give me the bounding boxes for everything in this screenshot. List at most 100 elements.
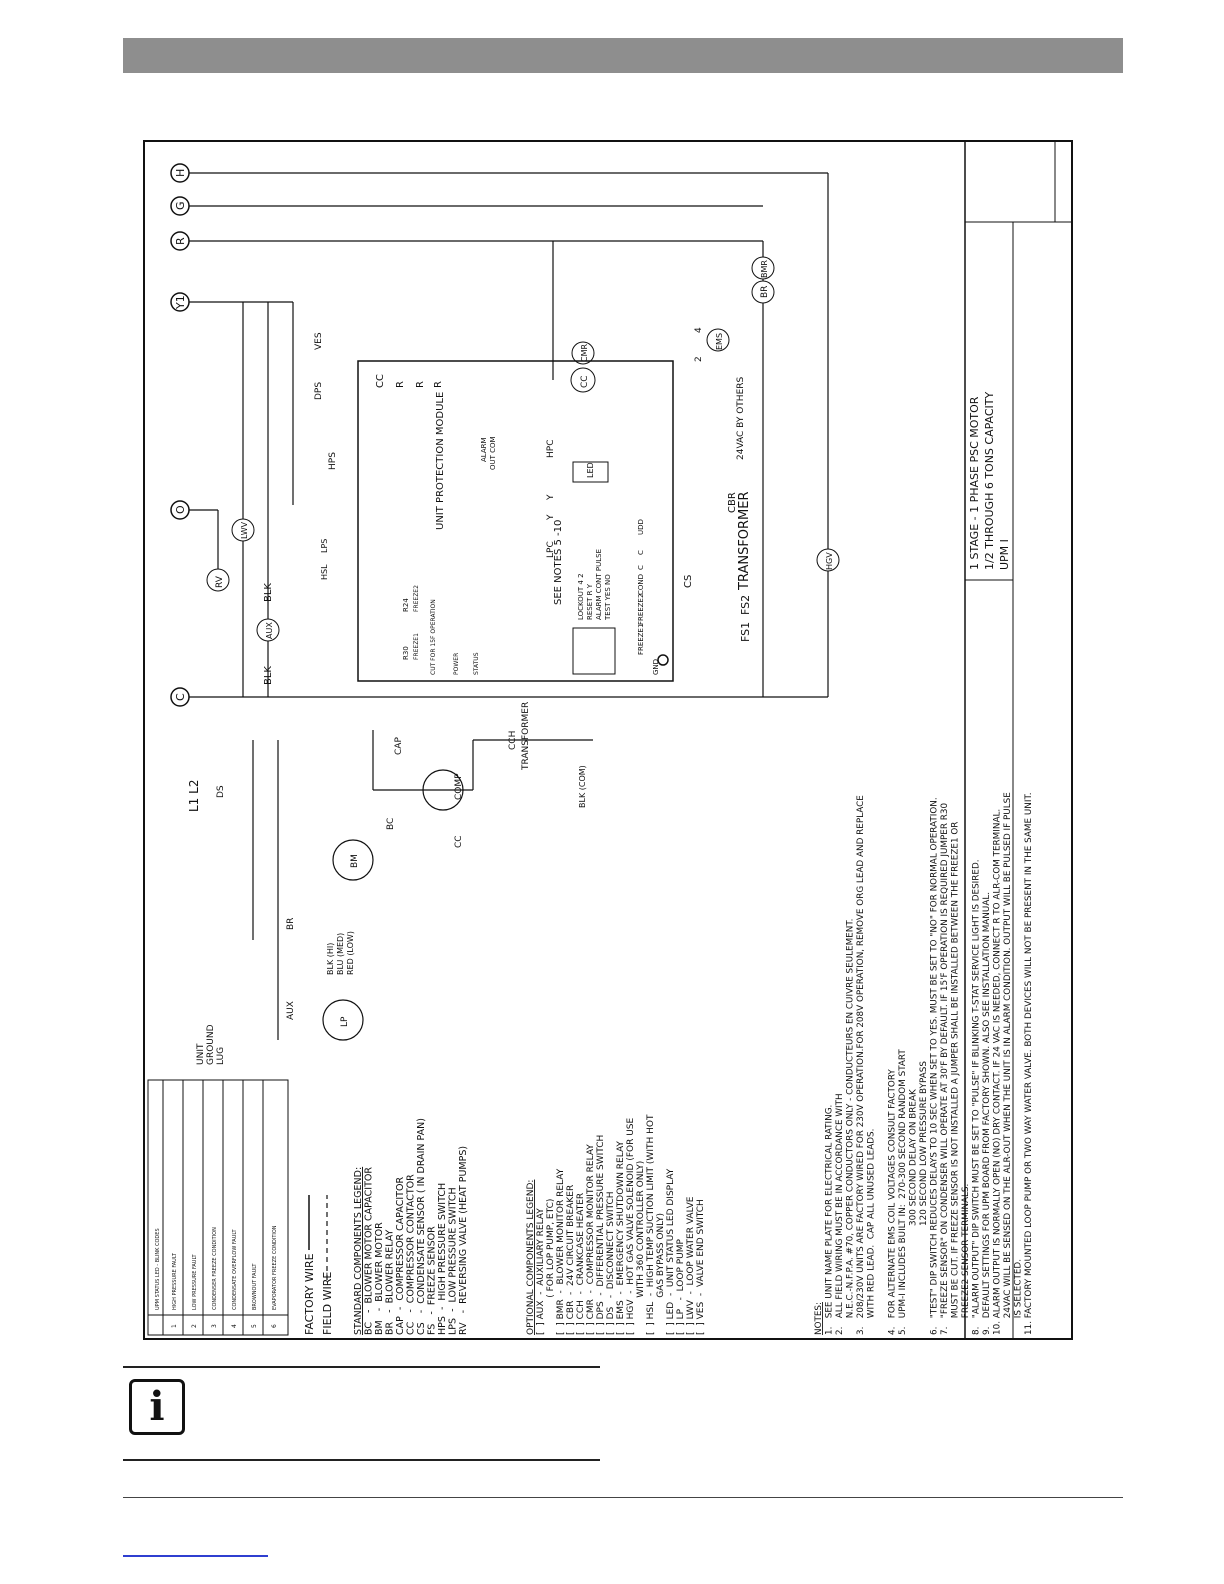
terminal-g: G [174,201,187,210]
module-y1: Y [546,514,556,521]
terminal-c: C [174,693,187,701]
title-block-line-3: UPM I [998,539,1011,570]
standard-legend-item: FS - FREEZE SENSOR [427,1226,438,1335]
module-power: POWER [453,653,460,675]
cc-coil-label: CC [580,375,590,388]
power-labels: L1 L2 DS BM BC BR BLK (HI) BLU (MED) RED… [187,702,587,1065]
info-block: i [123,1366,600,1461]
br-coil-label: BR [760,286,770,298]
wire-legend: FACTORY WIRE FIELD WIRE [303,1195,334,1335]
fan-br-label: BR [286,918,296,930]
optional-legend-item: [ ] CMR - COMPRESSOR MONITOR RELAY [586,1144,596,1335]
standard-components-legend: STANDARD COMPONENTS LEGEND:BC - BLOWER M… [353,1118,469,1335]
module-c1-term: C [637,565,645,570]
blk-com-label: BLK (COM) [578,765,587,808]
module-freeze2-term: FREEZE2 [637,594,645,625]
module-c2-term: C [637,550,645,555]
hsl-label: HSL [320,564,329,580]
vac-label: 24VAC BY OTHERS [736,376,746,460]
module-freeze1: FREEZE1 [413,633,420,660]
bm-label: BM [350,854,360,868]
title-block: 1 STAGE - 1 PHASE PSC MOTOR 1/2 THROUGH … [964,141,1072,1338]
status-led-table: UPM STATUS LED - BLINK CODES 1 HIGH PRES… [147,1079,289,1336]
module-top-cc: CC [375,374,386,388]
cbr-label: CBR [727,492,738,513]
status-row-1: HIGH PRESSURE FAULT [172,1252,178,1310]
notes-item: FREEZE2 SENSOR TERMINALS. [961,1184,971,1335]
optional-legend-item: [ ] VES - VALVE END SWITCH [696,1199,706,1335]
module-freeze2: FREEZE2 [413,585,420,612]
status-row-2: LOW PRESSURE FAULT [192,1253,198,1310]
status-row-1-n: 1 [171,1324,178,1328]
wiring-diagram: 1 STAGE - 1 PHASE PSC MOTOR 1/2 THROUGH … [143,140,1073,1340]
module-freeze1-term: FREEZE1 [637,624,645,655]
terminal-h: H [174,169,187,177]
optional-legend-item: [ ] LED - UNIT STATUS LED DISPLAY [666,1168,676,1335]
optional-legend-item: [ ] CBR - 24V CIRCUIT BREAKER [566,1185,576,1335]
ems-terminal-2: 2 [694,356,704,362]
standard-legend-item: LPS - LOW PRESSURE SWITCH [448,1187,459,1335]
optional-legend-item: ( FOR LOP PUMP, ETC) [546,1199,556,1335]
status-row-4: CONDENSATE OVERFLOW FAULT [232,1229,238,1310]
comp-label: COMP [454,773,464,800]
hps-label: HPS [328,452,338,470]
standard-legend-item: CS - CONDENSATE SENSOR ( IN DRAIN PAN) [416,1118,427,1335]
fs1-label: FS1 [739,622,752,642]
dip-row-3: ALARM CONT PULSE [595,549,603,620]
fan-speed-low: RED (LOW) [346,931,355,975]
optional-components-legend: OPTIONAL COMPONENTS LEGEND:[ ] AUX - AUX… [526,1114,706,1335]
info-rule-top [123,1366,600,1368]
module-top-r2: R [415,381,426,388]
notes-item: 4. FOR ALTERNATE EMS COIL VOLTAGES CONSU… [888,1069,898,1335]
terminal-o: O [174,505,187,514]
standard-legend-title: STANDARD COMPONENTS LEGEND: [353,1167,364,1335]
dip-row-1: LOCKOUT 4 2 [577,573,585,620]
optional-legend-item: [ ] DS - DISCONNECT SWITCH [606,1191,616,1335]
aux-2-label: AUX [286,1001,296,1020]
module-cond-term: COND [637,574,645,595]
notes-item: 24VAC WILL BE SENSED ON THE ALR-OUT WHEN… [1003,792,1013,1335]
notes-item: 11. FACTORY MOUNTED LOOP PUMP OR TWO WAY… [1024,792,1034,1335]
optional-legend-item: [ ] LP - LOOP PUMP [676,1238,686,1335]
notes-item: 2. ALL FIELD WIRING MUST BE IN ACCORDANC… [835,1093,845,1335]
standard-legend-item: BM - BLOWER MOTOR [374,1222,385,1335]
blk-label-2: BLK [263,583,274,602]
notes-item: 8. "ALARM OUTPUT" DIP SWITCH MUST BE SET… [972,859,982,1335]
notes-item: 5. UPM-I INCLUDES BUILT IN: 270-300 SECO… [898,1049,908,1335]
control-components: RV LWV AUX BLK BLK DPS VES HPS LPS HSL C… [206,256,840,685]
notes-item: 10. ALARM OUTPUT IS NORMALLY OPEN (NO) D… [993,809,1003,1335]
fan-speed-med: BLU (MED) [336,933,345,975]
transformer-2-label: TRANSFORMER [521,702,531,771]
diagram-border [143,140,1073,1340]
dip-row-4: TEST YES NO [604,574,612,621]
cch-label: CCH [508,731,518,750]
module-y2: Y [546,494,556,501]
status-row-6-n: 6 [271,1324,278,1328]
standard-legend-item: CC - COMPRESSOR CONTACTOR [406,1174,417,1335]
power-section [252,730,593,1041]
status-row-3: CONDENSER FREEZE CONDITION [212,1227,218,1310]
optional-legend-item: [ ] HGV - HOT GAS VALVE SOLENOID (FOR US… [626,1117,636,1335]
ground-lug-1: UNIT [196,1043,206,1065]
optional-legend-item: WITH 360 CONTROLLER ONLY) [636,1161,646,1335]
fs2-label: FS2 [739,595,752,615]
title-block-line-2: 1/2 THROUGH 6 TONS CAPACITY [983,391,996,570]
module-hpc: HPC [546,440,556,458]
status-row-5-n: 5 [251,1324,258,1328]
footer-rule [123,1497,1123,1498]
module-cut: CUT FOR 15F OPERATION [430,599,437,675]
notes-item: 300 SECOND DELAY ON BREAK [909,1089,919,1335]
info-icon: i [129,1379,185,1435]
standard-legend-item: BC - BLOWER MOTOR CAPACITOR [364,1167,375,1335]
standard-legend-item: CAP - COMPRESSOR CAPACITOR [395,1177,406,1335]
ground-lug-3: LUG [216,1047,226,1065]
terminal-y1: Y1 [174,295,187,310]
control-wiring [189,172,829,698]
module-lpc: LPC [546,541,556,558]
status-row-4-n: 4 [231,1324,238,1328]
ems-terminal-4: 4 [694,327,704,333]
footer-link[interactable] [123,1555,268,1557]
notes-item: 9. DEFAULT SETTINGS FOR UPM BOARD FROM F… [982,892,992,1335]
ground-lug-2: GROUND [206,1024,216,1065]
module-r24: R24 [402,598,410,612]
